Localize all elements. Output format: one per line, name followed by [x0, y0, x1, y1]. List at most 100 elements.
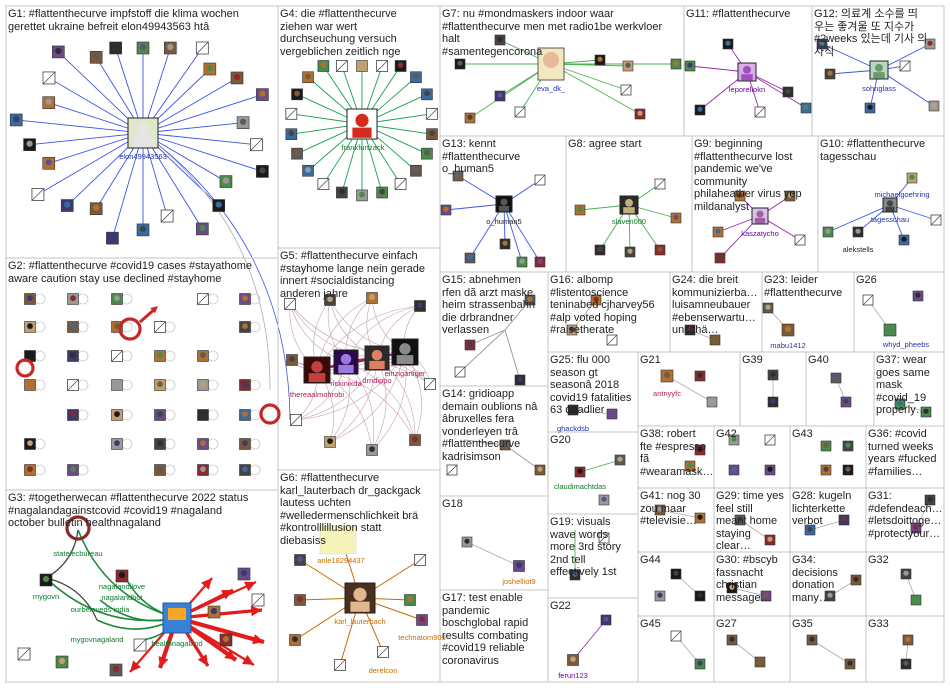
hub-face: [500, 198, 508, 206]
avatar-node: [574, 204, 586, 216]
avatar-node: [670, 630, 682, 642]
self-loop: [208, 293, 219, 305]
avatar-face: [70, 411, 76, 417]
avatar-slash: [31, 188, 45, 201]
node-name: joshelliot9: [502, 577, 536, 586]
avatar-face: [845, 442, 851, 448]
avatar-node: [660, 369, 674, 383]
group-label: G39: [742, 354, 763, 366]
avatar-face: [139, 43, 147, 51]
group-label: G9: beginning #flattenthecurve lost pand…: [694, 138, 802, 213]
avatar-slash: [160, 209, 174, 223]
avatar-face: [809, 636, 815, 642]
avatar-node: [115, 569, 129, 583]
avatar-node: [452, 170, 464, 182]
hub-avatar: [737, 62, 757, 82]
node-name: rickinixda: [330, 379, 362, 388]
group-label: G5: #flattenthecurve einfach #stayhome l…: [280, 250, 425, 300]
avatar-node: [239, 321, 251, 333]
avatar-node: [377, 646, 389, 658]
avatar-face: [517, 376, 523, 382]
avatar-face: [687, 462, 693, 468]
avatar-node: [654, 178, 666, 190]
avatar-face: [770, 398, 776, 404]
avatar-face: [847, 660, 853, 666]
self-loop: [35, 379, 46, 391]
avatar-node: [784, 190, 796, 202]
avatar-face: [901, 236, 907, 242]
avatar-slash: [414, 554, 426, 566]
hub-body: [741, 74, 753, 81]
hub-avatar: [882, 197, 898, 213]
avatar-face: [407, 596, 413, 602]
avatar-face: [637, 110, 643, 116]
avatar-node: [902, 634, 914, 646]
avatar-node: [454, 58, 466, 70]
self-loop: [165, 321, 176, 333]
avatar-face: [823, 466, 829, 472]
avatar-node: [284, 298, 296, 310]
avatar-face: [841, 516, 847, 522]
hub-face: [543, 52, 559, 68]
avatar-node: [499, 238, 511, 250]
avatar-face: [537, 466, 543, 472]
arrow-head: [200, 578, 212, 590]
group-label: G4: die #flattenthecurve ziehen war wert…: [280, 8, 401, 58]
hub-body: [133, 136, 153, 147]
avatar-node: [239, 409, 251, 421]
avatar-face: [259, 90, 266, 97]
avatar-node: [239, 438, 251, 450]
avatar-slash: [794, 234, 806, 246]
avatar-node: [203, 62, 217, 76]
avatar-face: [114, 440, 120, 446]
edge: [48, 77, 144, 134]
avatar-face: [157, 411, 163, 417]
avatar-face: [379, 188, 385, 195]
avatar-node: [760, 590, 772, 602]
avatar-face: [27, 295, 33, 301]
edge: [504, 329, 521, 381]
group-border: [5, 257, 279, 491]
node-name: anle18294437: [317, 556, 365, 565]
avatar-face: [497, 36, 503, 42]
avatar-node: [133, 638, 147, 652]
avatar-node: [694, 104, 706, 116]
avatar-node: [499, 439, 511, 451]
group-label: G30: #bscyb fassnacht christian message…: [716, 554, 778, 604]
avatar-face: [417, 302, 423, 308]
avatar-node: [197, 379, 209, 391]
avatar-face: [242, 440, 248, 446]
avatar-face: [577, 206, 583, 212]
node-name: derelcon: [368, 666, 398, 675]
node-name: michaelgoehring: [874, 190, 930, 199]
avatar-node: [734, 514, 746, 526]
group-label: G36: #covid turned weeks years #fucked #…: [868, 428, 937, 478]
avatar-node: [862, 294, 874, 306]
avatar-node: [524, 294, 536, 306]
avatar-node: [9, 113, 23, 127]
node-name: nagalandilove: [98, 582, 146, 591]
avatar-node: [513, 560, 525, 572]
avatar-slash: [17, 647, 31, 661]
node-name: tagesschau: [870, 215, 910, 224]
self-loop: [250, 438, 261, 450]
group-label: G44: [640, 554, 661, 566]
hub-body: [623, 207, 635, 214]
avatar-node: [726, 634, 738, 646]
avatar-node: [804, 524, 816, 536]
avatar-node: [722, 38, 734, 50]
avatar-node: [154, 464, 166, 476]
avatar-node: [654, 590, 666, 602]
group-label: G16: albomp #listentoscience teninabed c…: [550, 274, 655, 336]
group-label: G12: 의료계 소수를 띄 우는 좋겨울 또 지수가 #2weeks 있는데 …: [814, 8, 928, 58]
avatar-face: [70, 466, 76, 472]
hub-body: [308, 373, 326, 382]
avatar-face: [625, 62, 631, 68]
avatar-node: [111, 409, 123, 421]
avatar-node: [197, 438, 209, 450]
group-borders: [5, 5, 945, 683]
avatar-face: [570, 406, 576, 412]
avatar-node: [164, 41, 177, 55]
hub-face: [311, 361, 323, 373]
